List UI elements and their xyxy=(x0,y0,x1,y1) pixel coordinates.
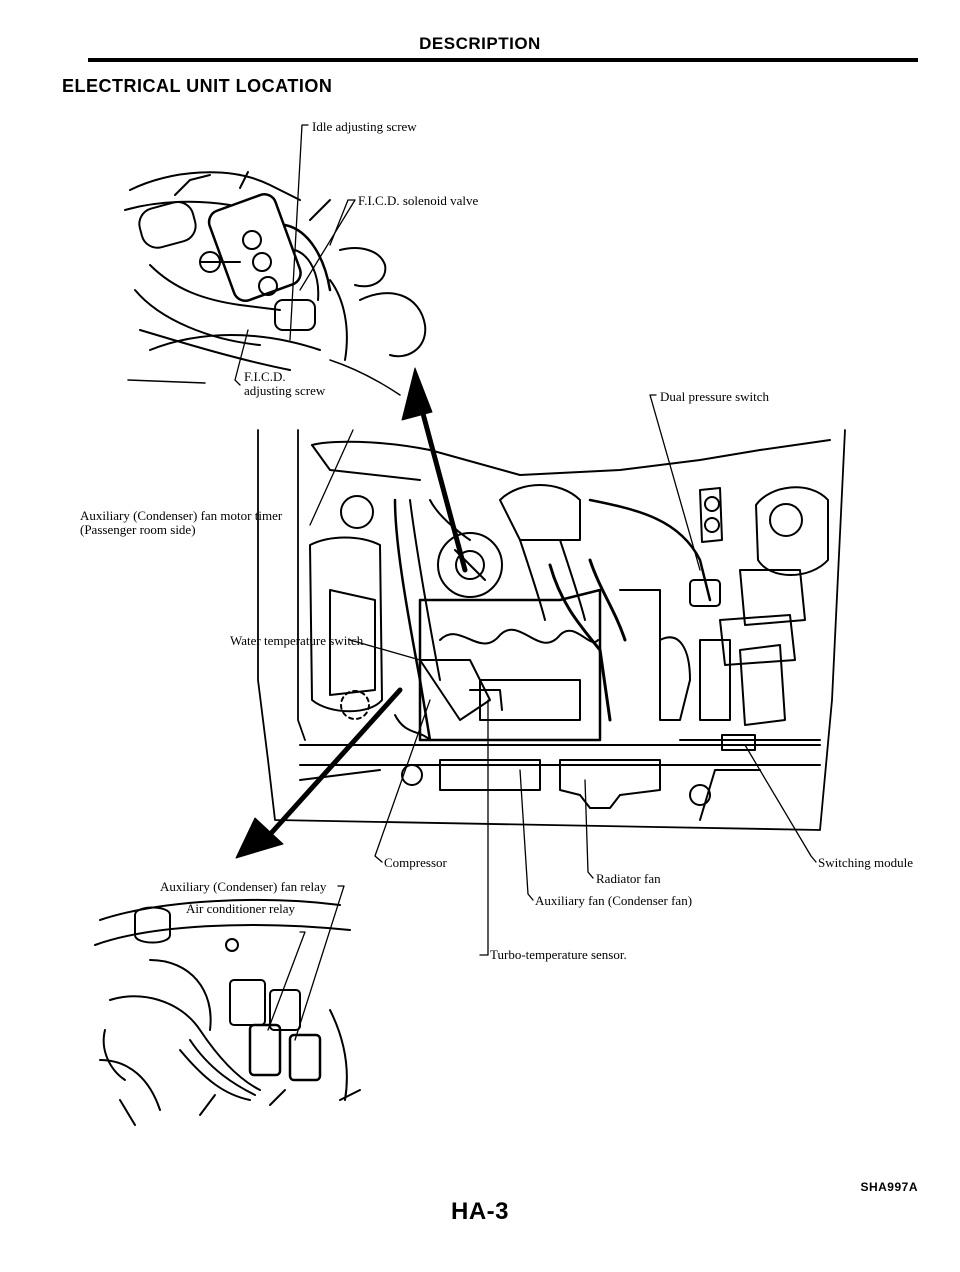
label-water-temperature-switch: Water temperature switch xyxy=(230,633,364,648)
engine-bay-drawing xyxy=(257,429,846,831)
label-turbo-temperature-sensor: Turbo-temperature sensor. xyxy=(490,947,627,962)
label-ficd-adjusting-screw-line1: F.I.C.D. xyxy=(244,369,286,384)
label-compressor: Compressor xyxy=(384,855,447,870)
engine-bay-leader-lines xyxy=(309,394,817,956)
header-rule xyxy=(88,58,918,62)
label-ficd-solenoid-valve: F.I.C.D. solenoid valve xyxy=(358,193,479,208)
section-title: DESCRIPTION xyxy=(419,34,541,53)
ficd-inset-drawing xyxy=(124,171,427,396)
ficd-leader-lines xyxy=(234,124,356,386)
label-switching-module: Switching module xyxy=(818,855,913,870)
label-radiator-fan: Radiator fan xyxy=(596,871,661,886)
label-idle-adjusting-screw: Idle adjusting screw xyxy=(312,119,417,134)
label-ac-relay: Air conditioner relay xyxy=(186,901,296,916)
arrow-to-ficd-inset xyxy=(401,367,468,573)
page-heading: ELECTRICAL UNIT LOCATION xyxy=(62,76,333,96)
relay-leader-lines xyxy=(267,885,345,1041)
relay-inset-drawing xyxy=(94,899,361,1126)
label-aux-fan-relay: Auxiliary (Condenser) fan relay xyxy=(160,879,327,894)
figure-code: SHA997A xyxy=(860,1180,918,1194)
label-aux-fan-motor-timer-line1: Auxiliary (Condenser) fan motor timer xyxy=(80,508,283,523)
label-ficd-adjusting-screw-line2: adjusting screw xyxy=(244,383,326,398)
label-aux-fan-motor-timer-line2: (Passenger room side) xyxy=(80,522,196,537)
page-number: HA-3 xyxy=(450,1198,509,1225)
label-dual-pressure-switch: Dual pressure switch xyxy=(660,389,770,404)
arrow-to-relay-inset xyxy=(235,687,403,859)
label-auxiliary-fan: Auxiliary fan (Condenser fan) xyxy=(535,893,693,908)
